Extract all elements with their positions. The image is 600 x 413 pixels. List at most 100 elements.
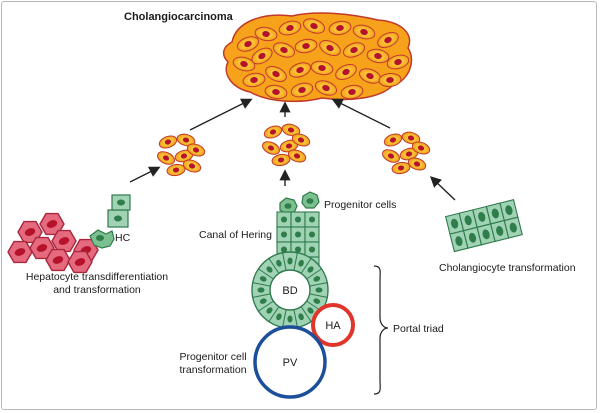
tumor-cell xyxy=(242,72,266,88)
duct-cell xyxy=(258,268,274,282)
tumor-cell xyxy=(278,20,302,36)
tumor-cell xyxy=(291,133,311,147)
duct-cell xyxy=(309,276,328,287)
portal-triad-brace xyxy=(373,265,389,395)
duct-cell xyxy=(252,293,271,304)
canal-cell xyxy=(290,226,306,243)
tumor-cell xyxy=(272,42,296,58)
tumor-cell xyxy=(382,149,400,163)
canal-cell xyxy=(290,211,306,228)
tumor-cell xyxy=(265,65,287,83)
bile-duct: BD xyxy=(251,251,329,329)
arrow-cholangiocyte-to-cluster xyxy=(429,176,456,201)
tumor-cell xyxy=(166,163,186,177)
hc-cells xyxy=(89,194,131,249)
hepatocyte-label-line1: Hepatocyte transdifferentiation xyxy=(25,271,169,283)
tumor-cell xyxy=(328,20,352,36)
duct-cell xyxy=(268,306,282,322)
duct-cell xyxy=(252,282,271,293)
pv-label: PV xyxy=(283,357,298,369)
hepatocyte-label-line2: and transformation xyxy=(53,284,141,296)
duct-cell xyxy=(300,306,314,322)
duct-cell xyxy=(309,287,328,298)
tumor-cell xyxy=(319,39,341,57)
tumor-cell xyxy=(232,56,256,72)
canal-cell xyxy=(276,211,292,228)
hepatocyte-cell xyxy=(51,229,77,253)
canal-of-hering-label: Canal of Hering xyxy=(199,229,272,241)
hepatic-artery: HA xyxy=(311,303,355,347)
hc-label: HC xyxy=(115,232,131,244)
tumor-cell xyxy=(335,63,357,81)
tumor-cell xyxy=(411,141,431,155)
tumor-cell xyxy=(263,125,283,139)
hepatocyte-label: Hepatocyte transdifferentiation and tran… xyxy=(6,271,188,297)
tumor-cell xyxy=(271,153,291,167)
tumor-cell xyxy=(176,133,196,147)
tumor-cell xyxy=(386,54,410,70)
tumor-cell xyxy=(314,80,338,96)
progenitor-cells-label: Progenitor cells xyxy=(324,199,397,211)
duct-cell xyxy=(266,258,280,274)
tumor-cell xyxy=(158,135,178,149)
tumor-cell xyxy=(288,62,312,78)
cholangiocarcinoma-mass xyxy=(222,12,413,103)
tumor-cell xyxy=(377,31,399,49)
duct-cell xyxy=(287,252,298,271)
cholangiocyte-cell xyxy=(476,223,496,246)
cholangiocyte-cell xyxy=(449,230,469,253)
tumor-cell xyxy=(236,36,260,52)
tumor-cell xyxy=(254,26,278,42)
cholangiocyte-cell xyxy=(458,209,478,232)
tumor-cell xyxy=(383,133,403,147)
hepatocyte-cell xyxy=(45,248,71,272)
cholangiocyte-cell xyxy=(490,219,510,243)
canal-cell xyxy=(304,226,320,243)
tumor-cell xyxy=(391,161,411,175)
progenitor-transformation-line2: transformation xyxy=(179,364,247,376)
tumor-cell xyxy=(186,143,206,157)
tumor-cell xyxy=(251,47,273,65)
duct-cell xyxy=(306,266,322,280)
portal-triad-label: Portal triad xyxy=(393,323,444,335)
duct-cell xyxy=(276,252,287,271)
tumor-cell xyxy=(281,123,301,137)
arrow-hc-to-cluster xyxy=(129,166,161,183)
duct-cell xyxy=(282,309,293,328)
hepatocyte-cell xyxy=(7,240,33,264)
tumor-cell xyxy=(366,48,390,64)
canal-cell xyxy=(304,241,320,258)
portal-vein: PV xyxy=(253,325,327,399)
arrow-right-to-tumor xyxy=(331,98,391,129)
progenitor-transformation-line1: Progenitor cell xyxy=(179,351,247,363)
tumor-cell xyxy=(352,24,376,40)
tumor-cell xyxy=(340,84,364,100)
tumor-cell xyxy=(287,149,307,163)
duct-cell xyxy=(293,309,304,328)
duct-cell xyxy=(258,300,274,314)
tumor-cell xyxy=(302,18,326,34)
arrow-left-to-tumor xyxy=(189,98,253,131)
cholangiocyte-cell xyxy=(503,216,523,239)
ha-label: HA xyxy=(325,320,341,332)
tumor-cluster-left xyxy=(157,133,206,177)
cholangiocyte-cell xyxy=(462,226,483,249)
cholangiocyte-cell xyxy=(485,202,505,225)
cholangiocyte-label: Cholangiocyte transformation xyxy=(439,262,576,274)
arrows xyxy=(129,98,456,201)
tumor-cell xyxy=(264,84,288,100)
tumor-cell xyxy=(342,42,366,58)
tumor-cell xyxy=(401,131,421,145)
tumor-cluster-middle xyxy=(262,123,311,167)
progenitor-cells xyxy=(279,191,320,215)
tumor-cell xyxy=(157,151,175,165)
tumor-cell xyxy=(310,60,334,76)
tumor-cell xyxy=(358,68,382,84)
tumor-cell xyxy=(182,159,202,173)
tumor-cell xyxy=(294,38,318,54)
tumor-cell xyxy=(290,82,314,98)
tumor-cell xyxy=(407,157,427,171)
